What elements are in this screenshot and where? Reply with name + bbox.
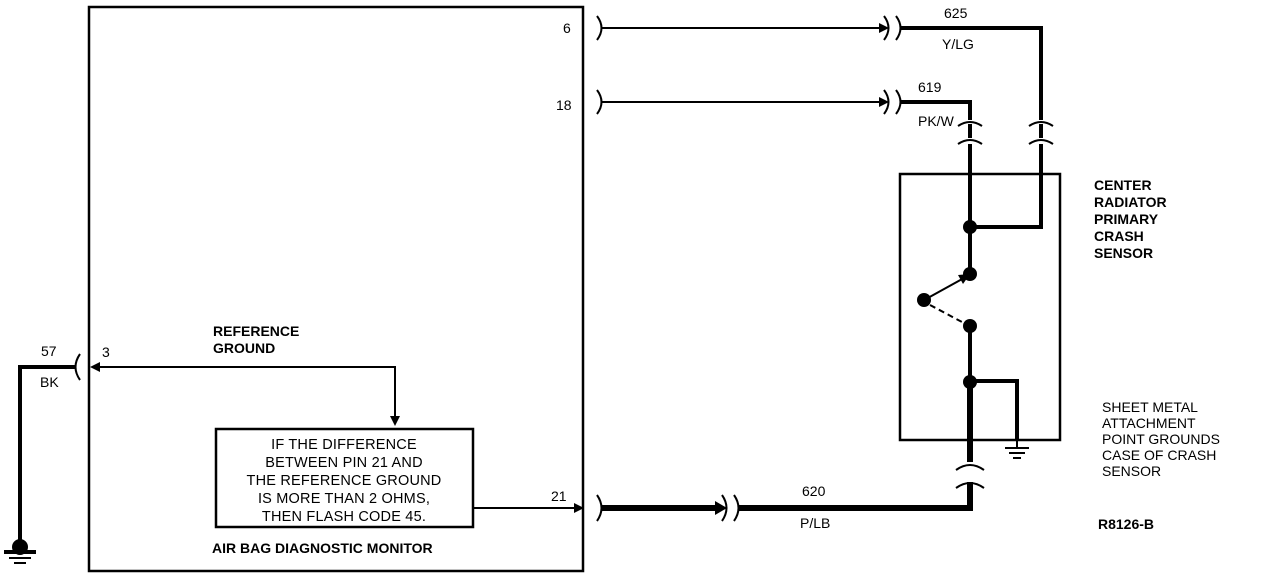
connector-pin18 xyxy=(596,89,603,115)
wire-57 xyxy=(18,365,76,545)
wire-619-arrow xyxy=(879,97,889,107)
reference-ground-label-line1: REFERENCE xyxy=(213,323,299,339)
connector-619-sensor-bottom xyxy=(957,139,983,145)
connector-619-inline-a xyxy=(883,89,890,115)
note-box xyxy=(214,427,475,529)
sensor-internal-625 xyxy=(970,144,1043,229)
note-line4: IS MORE THAN 2 OHMS, xyxy=(258,491,430,507)
note-to-pin21-arrowhead xyxy=(574,503,584,513)
wire-619-b xyxy=(900,100,972,120)
sensor-switch-arrow xyxy=(958,274,970,284)
circuit-57-number: 57 xyxy=(41,343,57,359)
sensor-node-switch-pivot xyxy=(917,293,931,307)
connector-620-sensor-top xyxy=(955,464,985,471)
wire-625-arrow xyxy=(879,23,889,33)
wire-620-arrow xyxy=(715,501,727,515)
connector-620-inline-b xyxy=(733,494,740,522)
connector-pin3 xyxy=(74,353,81,381)
connector-pin21 xyxy=(596,494,603,522)
ground-note-line1: SHEET METAL xyxy=(1102,399,1198,415)
connector-619-sensor-top xyxy=(957,121,983,127)
sensor-label-line1: CENTER xyxy=(1094,177,1152,193)
connector-625-sensor-top xyxy=(1028,121,1054,127)
reference-arrowhead-down xyxy=(390,416,400,426)
circuit-620-number: 620 xyxy=(802,483,826,499)
reference-ground-line xyxy=(94,366,396,420)
sensor-label-line4: CRASH xyxy=(1094,228,1144,244)
sensor-label-line2: RADIATOR xyxy=(1094,194,1167,210)
note-line5: THEN FLASH CODE 45. xyxy=(262,509,426,525)
crash-sensor-box xyxy=(898,172,1062,442)
reference-ground-label-line2: GROUND xyxy=(213,340,275,356)
circuit-619-number: 619 xyxy=(918,79,942,95)
diagnostic-monitor-box xyxy=(87,5,585,573)
circuit-620-color: P/LB xyxy=(800,515,830,531)
ground-icon xyxy=(4,539,36,564)
sensor-switch-contact xyxy=(929,304,963,323)
pin-21-label: 21 xyxy=(551,488,567,504)
sensor-switch-arm xyxy=(925,277,965,300)
sensor-label-line3: PRIMARY xyxy=(1094,211,1159,227)
circuit-619-color: PK/W xyxy=(918,113,955,129)
pin-18-label: 18 xyxy=(556,97,572,113)
connector-625-inline-b xyxy=(895,15,902,41)
reference-arrowhead-left xyxy=(90,362,100,372)
case-ground-icon xyxy=(1005,440,1029,459)
connector-619-inline-b xyxy=(895,89,902,115)
sensor-label-line5: SENSOR xyxy=(1094,245,1153,261)
monitor-title: AIR BAG DIAGNOSTIC MONITOR xyxy=(212,540,433,556)
note-line2: BETWEEN PIN 21 AND xyxy=(265,455,423,471)
wire-625-b xyxy=(900,26,1043,120)
sensor-node-top xyxy=(963,220,977,234)
connector-620-inline-a xyxy=(721,494,728,522)
sensor-case-ground-wire xyxy=(970,379,1019,440)
connector-pin6 xyxy=(596,15,603,41)
circuit-625-color: Y/LG xyxy=(942,36,974,52)
connector-625-inline-a xyxy=(883,15,890,41)
note-line3: THE REFERENCE GROUND xyxy=(247,473,442,489)
pin-6-label: 6 xyxy=(563,20,571,36)
circuit-57-color: BK xyxy=(40,374,59,390)
ground-note-line5: SENSOR xyxy=(1102,463,1161,479)
ground-note-line4: CASE OF CRASH xyxy=(1102,447,1216,463)
circuit-625-number: 625 xyxy=(944,5,968,21)
figure-id: R8126-B xyxy=(1098,516,1154,532)
ground-note-line3: POINT GROUNDS xyxy=(1102,431,1220,447)
pin-3-label: 3 xyxy=(102,344,110,360)
note-line1: IF THE DIFFERENCE xyxy=(271,437,417,453)
connector-625-sensor-bottom xyxy=(1028,139,1054,145)
ground-note-line2: ATTACHMENT xyxy=(1102,415,1196,431)
